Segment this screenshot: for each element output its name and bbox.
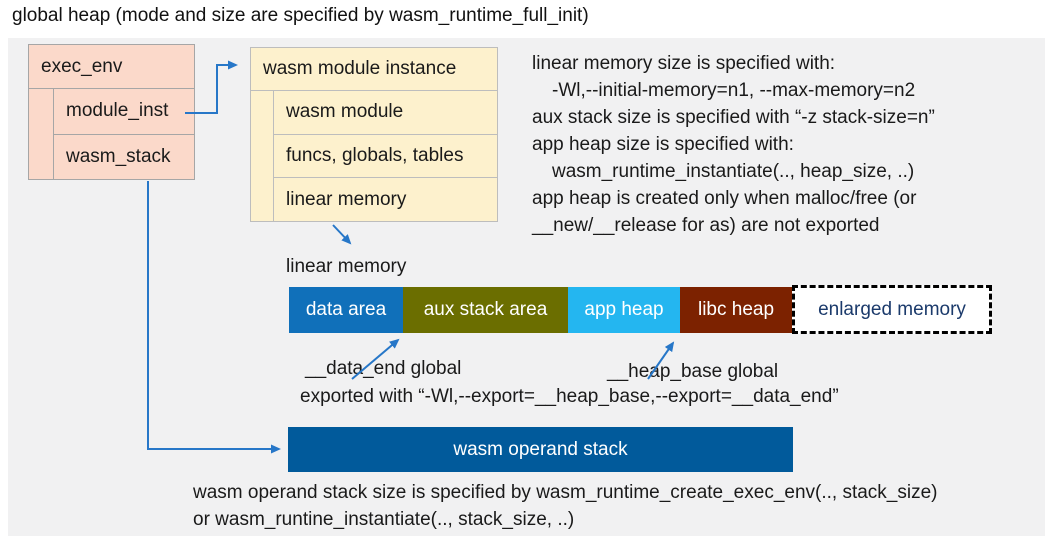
data-end-global-label: __data_end global bbox=[305, 358, 462, 379]
module-instance-box: wasm module instance wasm module funcs, … bbox=[250, 47, 498, 223]
diagram-title: global heap (mode and size are specified… bbox=[12, 5, 589, 26]
linear-memory-bar: data area aux stack area app heap libc h… bbox=[289, 287, 792, 333]
note-line: or wasm_runtine_instantiate(.., stack_si… bbox=[193, 509, 575, 530]
exec-env-row-wasm-stack: wasm_stack bbox=[54, 135, 194, 180]
note-line: linear memory size is specified with: bbox=[532, 53, 836, 74]
module-instance-row-funcs-globals-tables: funcs, globals, tables bbox=[274, 135, 497, 179]
exec-env-gutter bbox=[29, 89, 54, 180]
note-line: app heap size is specified with: bbox=[532, 134, 794, 155]
segment-data-area: data area bbox=[289, 287, 403, 333]
exec-env-row-module-inst: module_inst bbox=[54, 89, 194, 135]
note-line: app heap is created only when malloc/fre… bbox=[532, 188, 917, 209]
segment-aux-stack-area: aux stack area bbox=[403, 287, 568, 333]
operand-stack-note: wasm operand stack size is specified by … bbox=[193, 479, 938, 533]
export-note: exported with “-Wl,--export=__heap_base,… bbox=[300, 386, 839, 407]
segment-app-heap: app heap bbox=[568, 287, 680, 333]
note-line: aux stack size is specified with “-z sta… bbox=[532, 107, 935, 128]
exec-env-header: exec_env bbox=[29, 45, 194, 89]
segment-libc-heap: libc heap bbox=[680, 287, 792, 333]
note-line: -Wl,--initial-memory=n1, --max-memory=n2 bbox=[552, 80, 916, 101]
size-notes: linear memory size is specified with: -W… bbox=[532, 50, 935, 239]
note-line: wasm_runtime_instantiate(.., heap_size, … bbox=[552, 161, 915, 182]
note-line: __new/__release for as) are not exported bbox=[532, 215, 880, 236]
module-instance-header: wasm module instance bbox=[251, 48, 497, 91]
heap-base-global-label: __heap_base global bbox=[607, 361, 779, 382]
wasm-operand-stack-bar: wasm operand stack bbox=[288, 427, 793, 472]
module-instance-row-linear-memory: linear memory bbox=[274, 178, 497, 223]
module-instance-gutter bbox=[251, 91, 274, 222]
exec-env-box: exec_env module_inst wasm_stack bbox=[28, 44, 195, 180]
linear-memory-label: linear memory bbox=[286, 256, 407, 277]
segment-enlarged-memory: enlarged memory bbox=[792, 285, 992, 334]
note-line: wasm operand stack size is specified by … bbox=[193, 482, 938, 503]
module-instance-row-wasm-module: wasm module bbox=[274, 91, 497, 135]
